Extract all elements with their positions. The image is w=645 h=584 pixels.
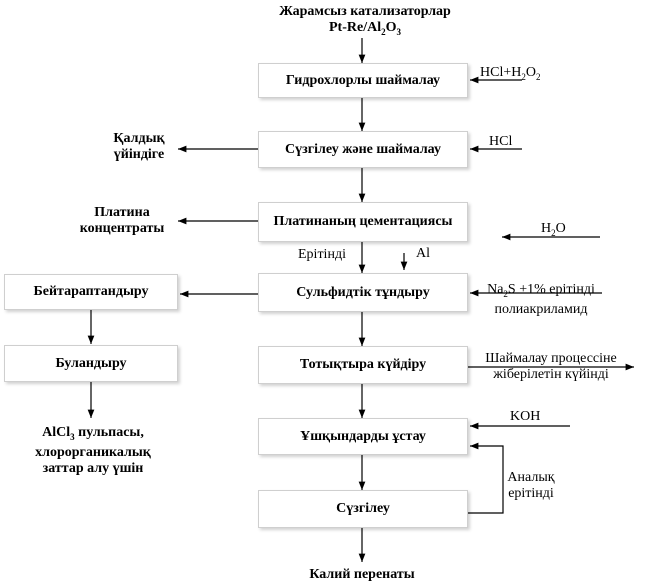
step-evaporate: Буландыру (4, 345, 178, 382)
input-label: Жарамсыз катализаторлар Pt-Re/Al2O3 (250, 4, 480, 40)
reagent-hcl: HCl (489, 134, 513, 149)
label-solution: Ерітінді (298, 247, 346, 262)
step-roasting: Тотықтыра күйдіру (258, 346, 468, 384)
label-alcl3-output: AlCl3 пульпасы, хлорорганикалық заттар а… (35, 425, 151, 476)
reagent-na2s: Na2S +1% ерітінді полиакриламид (487, 282, 595, 317)
reagent-al: Al (416, 246, 430, 261)
reagent-koh: KOH (510, 409, 541, 424)
label-leach-return: Шаймалау процессіне жіберілетін күйінді (485, 351, 617, 382)
step-filter-wash: Сүзгілеу және шаймалау (258, 131, 468, 168)
step-sulfide: Сульфидтік тұндыру (258, 273, 468, 312)
step-filtration: Сүзгілеу (258, 490, 468, 528)
step-cementation: Платинаның цементациясы (258, 202, 468, 242)
step-neutralize: Бейтараптандыру (4, 274, 178, 310)
label-output: Калий перенаты (309, 567, 415, 582)
input-line1: Жарамсыз катализаторлар (279, 4, 451, 19)
label-pt-concentrate: Платина концентраты (79, 205, 165, 236)
step-capture: Ұшқындарды ұстау (258, 418, 468, 455)
input-line2: Pt-Re/Al2O3 (329, 20, 401, 37)
reagent-h2o: H2O (541, 221, 566, 238)
label-residue: Қалдық үйіндіге (113, 131, 165, 162)
arrow-alkaline-recycle (468, 442, 504, 514)
step-hydrochlor: Гидрохлорлы шаймалау (258, 63, 468, 98)
reagent-hcl-h2o2: HCl+H2O2 (480, 65, 541, 82)
label-alkaline-solution: Аналық ерітінді (507, 470, 555, 501)
